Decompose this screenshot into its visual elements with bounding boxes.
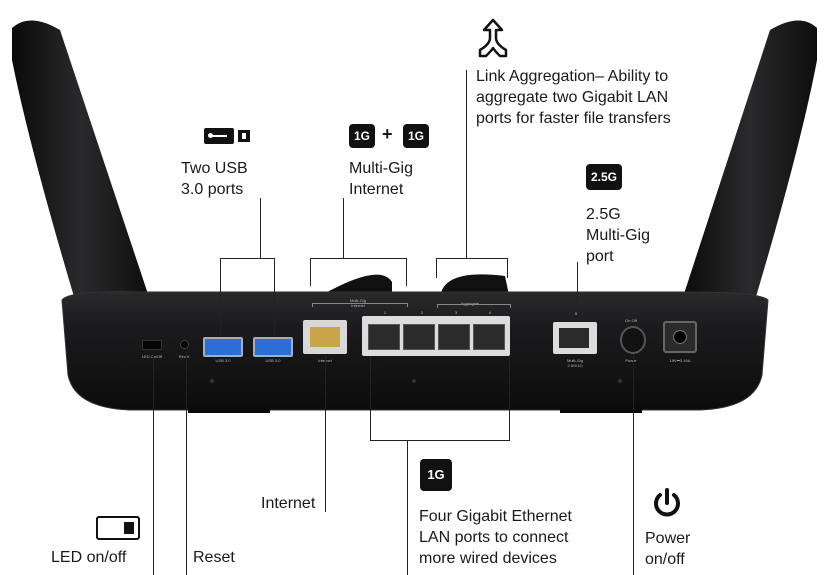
lan-bracket-left	[370, 356, 371, 440]
lan-bracket-bottom	[370, 440, 510, 441]
multigig-port-label: Multi-Gig 2.5G/1G	[566, 358, 583, 368]
lan-num-2: 2	[420, 310, 424, 315]
lan-port-2[interactable]	[403, 324, 435, 350]
aggregation-bracket	[436, 258, 508, 259]
reset-stem	[186, 352, 187, 575]
lan-callout: Four Gigabit Ethernet LAN ports to conne…	[419, 508, 572, 567]
aggregate-panel-label: Aggregate	[460, 301, 480, 306]
two-five-g-icon: 2.5G	[586, 164, 622, 190]
aggregation-left	[436, 258, 437, 278]
usb-bracket-stem	[260, 198, 261, 258]
lan-bracket-right	[509, 356, 510, 440]
led-callout: LED on/off	[51, 549, 127, 566]
one-g-icon-right: 1G	[403, 124, 429, 148]
reset-hole[interactable]	[180, 340, 189, 349]
toggle-switch-icon	[96, 516, 140, 540]
internet-top-stem	[343, 198, 344, 258]
power-callout: Power on/off	[645, 530, 691, 568]
reset-callout: Reset	[193, 549, 235, 566]
power-port-label: Power	[625, 358, 637, 363]
one-g-lan-icon: 1G	[420, 459, 452, 491]
power-stem	[633, 354, 634, 575]
internet-bottom-stem	[325, 356, 326, 512]
usb-bracket-top	[220, 258, 275, 259]
internet-top-right	[406, 258, 407, 286]
merge-arrows-icon	[478, 18, 508, 58]
internet-top-bracket	[310, 258, 407, 259]
internet-top-left	[310, 258, 311, 286]
led-switch[interactable]	[142, 340, 162, 350]
aggregation-right	[507, 258, 508, 278]
usb-callout: Two USB 3.0 ports	[181, 160, 248, 198]
port25-stem	[577, 262, 578, 320]
multigig-port[interactable]	[553, 322, 597, 354]
lan-port-4[interactable]	[473, 324, 505, 350]
usb-bracket-right	[274, 258, 275, 336]
port-25g-callout: 2.5G Multi-Gig port	[586, 206, 651, 265]
usb-bracket-left	[220, 258, 221, 336]
aggregation-stem	[466, 70, 467, 258]
power-icon	[654, 488, 680, 517]
reset-port-label: Reset	[178, 354, 190, 359]
lan-num-1: 1	[383, 310, 387, 315]
lan-port-1[interactable]	[368, 324, 400, 350]
internet-bracket	[312, 303, 408, 307]
usb-port-1-label: USB 3.0	[215, 358, 231, 363]
power-onoff-label: On Off	[625, 318, 637, 323]
internet-port[interactable]	[303, 320, 347, 354]
multigig-internet-callout: Multi-Gig Internet	[349, 160, 414, 198]
internet-port-label: Internet	[305, 358, 345, 363]
lan-stem	[407, 440, 408, 575]
link-aggregation-callout: Link Aggregation– Ability to aggregate t…	[476, 68, 671, 127]
led-stem	[153, 354, 154, 575]
internet-callout: Internet	[261, 495, 316, 512]
lan-port-3[interactable]	[438, 324, 470, 350]
led-port-label: LED On/Off	[141, 354, 163, 359]
one-g-icon-left: 1G	[349, 124, 375, 148]
usb-port-2[interactable]	[253, 337, 293, 357]
port-5-num: 5	[574, 311, 578, 316]
multigig-internet-panel-label: Multi-Gig Internet	[349, 298, 366, 308]
dc-jack	[663, 321, 697, 353]
aggregate-bracket	[437, 304, 511, 308]
usb-port-1[interactable]	[203, 337, 243, 357]
lan-num-3: 3	[454, 310, 458, 315]
usb-port-2-label: USB 3.0	[265, 358, 281, 363]
lan-num-4: 4	[488, 310, 492, 315]
dc-label: 19V⎓3.16A	[669, 358, 691, 363]
power-button[interactable]	[620, 326, 646, 354]
plus-sign: +	[382, 124, 393, 144]
